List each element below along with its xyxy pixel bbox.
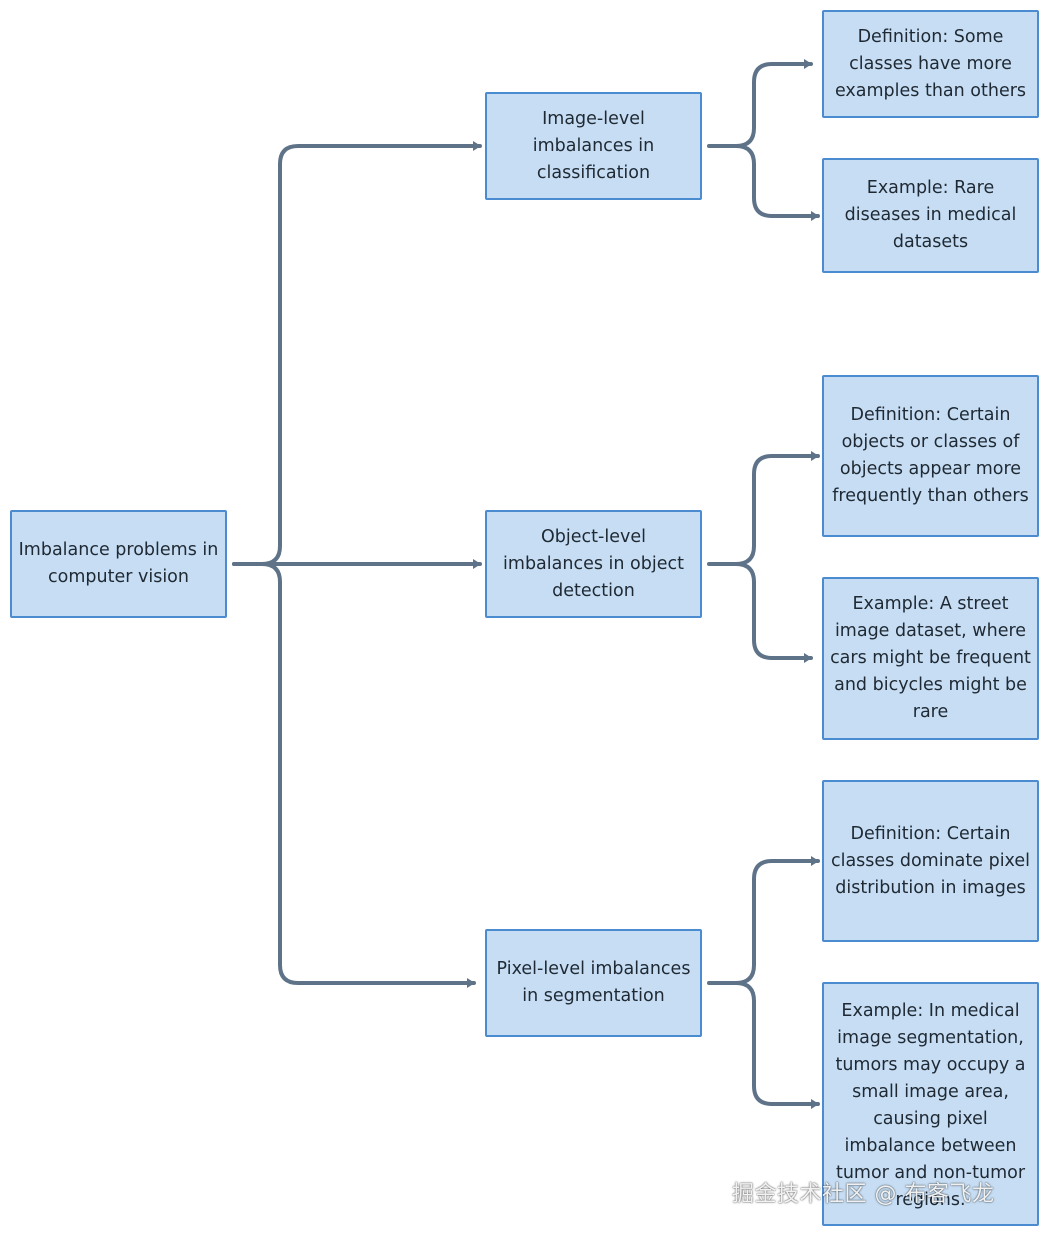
image-level-definition-node: Definition: Some classes have more examp… [822,10,1039,118]
connector-image-to-example [734,144,820,221]
image-level-node-label: Image-level imbalances in classification [532,108,655,183]
object-level-example-text: Example: A street image dataset, where c… [830,594,1031,722]
object-level-definition-node: Definition: Certain objects or classes o… [822,375,1039,537]
connector-pixel-to-example [734,981,820,1109]
image-level-example-text: Example: Rare diseases in medical datase… [844,178,1017,252]
pixel-level-example-node: Example: In medical image segmentation, … [822,982,1039,1226]
pixel-level-definition-text: Definition: Certain classes dominate pix… [830,823,1031,898]
image-level-example-node: Example: Rare diseases in medical datase… [822,158,1039,273]
connector-root-to-image [232,141,482,566]
pixel-level-node: Pixel-level imbalances in segmentation [485,929,702,1037]
connector-object-to-example [734,562,813,663]
object-level-definition-text: Definition: Certain objects or classes o… [832,405,1029,506]
connector-image-to-definition [707,59,813,148]
connector-pixel-to-definition [707,856,820,985]
connector-root-to-pixel [260,562,476,988]
root-node: Imbalance problems in computer vision [10,510,227,618]
root-node-label: Imbalance problems in computer vision [18,540,219,587]
object-level-node-label: Object-level imbalances in object detect… [503,526,684,601]
pixel-level-node-label: Pixel-level imbalances in segmentation [496,959,691,1006]
object-level-node: Object-level imbalances in object detect… [485,510,702,618]
object-level-example-node: Example: A street image dataset, where c… [822,577,1039,740]
connector-object-to-definition [707,451,820,566]
image-level-node: Image-level imbalances in classification [485,92,702,200]
watermark: 掘金技术社区 @ 布客飞龙 [732,1182,995,1207]
pixel-level-example-text: Example: In medical image segmentation, … [835,1001,1026,1210]
image-level-definition-text: Definition: Some classes have more examp… [834,26,1027,101]
pixel-level-definition-node: Definition: Certain classes dominate pix… [822,780,1039,942]
